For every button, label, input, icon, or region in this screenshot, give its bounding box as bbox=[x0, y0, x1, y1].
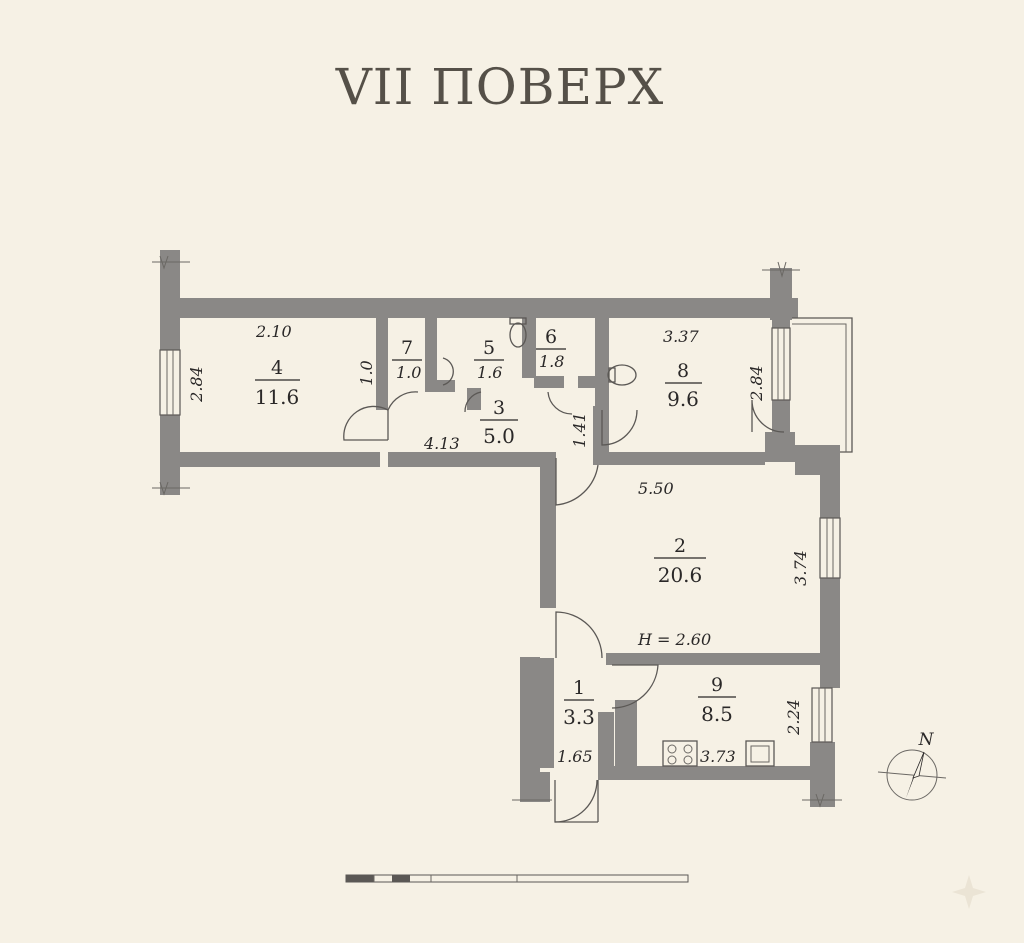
dim-room4-width: 2.10 bbox=[255, 322, 292, 341]
walls bbox=[160, 250, 840, 807]
floor-title: VII ПОВЕРХ bbox=[335, 58, 665, 116]
north-label: N bbox=[918, 730, 935, 750]
room-9-area: 8.5 bbox=[701, 702, 733, 726]
dim-door-passage: 1.41 bbox=[570, 412, 589, 448]
room-3-area: 5.0 bbox=[483, 424, 515, 448]
balcony-outline bbox=[792, 317, 853, 453]
room-6-number: 6 bbox=[545, 326, 557, 348]
room-2-area: 20.6 bbox=[658, 563, 703, 587]
room-7-area: 1.0 bbox=[396, 363, 421, 382]
room-8-area: 9.6 bbox=[667, 387, 699, 411]
room-8-number: 8 bbox=[677, 360, 689, 382]
room-9-number: 9 bbox=[711, 674, 723, 696]
dim-room8-depth: 2.84 bbox=[747, 365, 766, 402]
dim-entry-width: 1.65 bbox=[557, 747, 593, 766]
dim-room2-depth: 3.74 bbox=[791, 550, 810, 586]
wall-break-marks bbox=[152, 255, 842, 808]
sparkle-icon bbox=[952, 875, 986, 909]
room-1-area: 3.3 bbox=[563, 705, 595, 729]
room-1-number: 1 bbox=[573, 677, 585, 699]
fixtures bbox=[442, 317, 775, 767]
dim-room7-depth: 1.0 bbox=[357, 360, 376, 385]
room-6-area: 1.8 bbox=[539, 352, 564, 371]
dim-kitchen-width: 3.73 bbox=[700, 747, 736, 766]
room-7-number: 7 bbox=[401, 337, 413, 359]
windows bbox=[159, 327, 841, 743]
room-2-number: 2 bbox=[674, 535, 686, 557]
dimension-labels: 2.10 2.84 1.0 4.13 1.41 3.37 2.84 5.50 3… bbox=[187, 322, 810, 766]
fraction-lines bbox=[255, 348, 736, 701]
dim-room4-depth: 2.84 bbox=[187, 366, 206, 403]
room-labels: 4 11.6 7 1.0 5 1.6 6 1.8 8 9.6 3 5.0 2 2… bbox=[255, 326, 733, 729]
north-arrow: N bbox=[877, 730, 947, 801]
room-4-area: 11.6 bbox=[255, 385, 300, 409]
room-3-number: 3 bbox=[493, 397, 505, 419]
ceiling-height: H = 2.60 bbox=[637, 630, 711, 649]
room-5-area: 1.6 bbox=[477, 363, 502, 382]
door-swings bbox=[343, 391, 785, 823]
dim-room2-width: 5.50 bbox=[638, 479, 674, 498]
dim-room8-width: 3.37 bbox=[663, 327, 699, 346]
scale-bar bbox=[345, 874, 689, 883]
room-5-number: 5 bbox=[483, 337, 495, 359]
dim-kitchen-depth: 2.24 bbox=[784, 699, 803, 736]
dim-corridor-length: 4.13 bbox=[423, 434, 460, 453]
room-4-number: 4 bbox=[271, 357, 283, 379]
